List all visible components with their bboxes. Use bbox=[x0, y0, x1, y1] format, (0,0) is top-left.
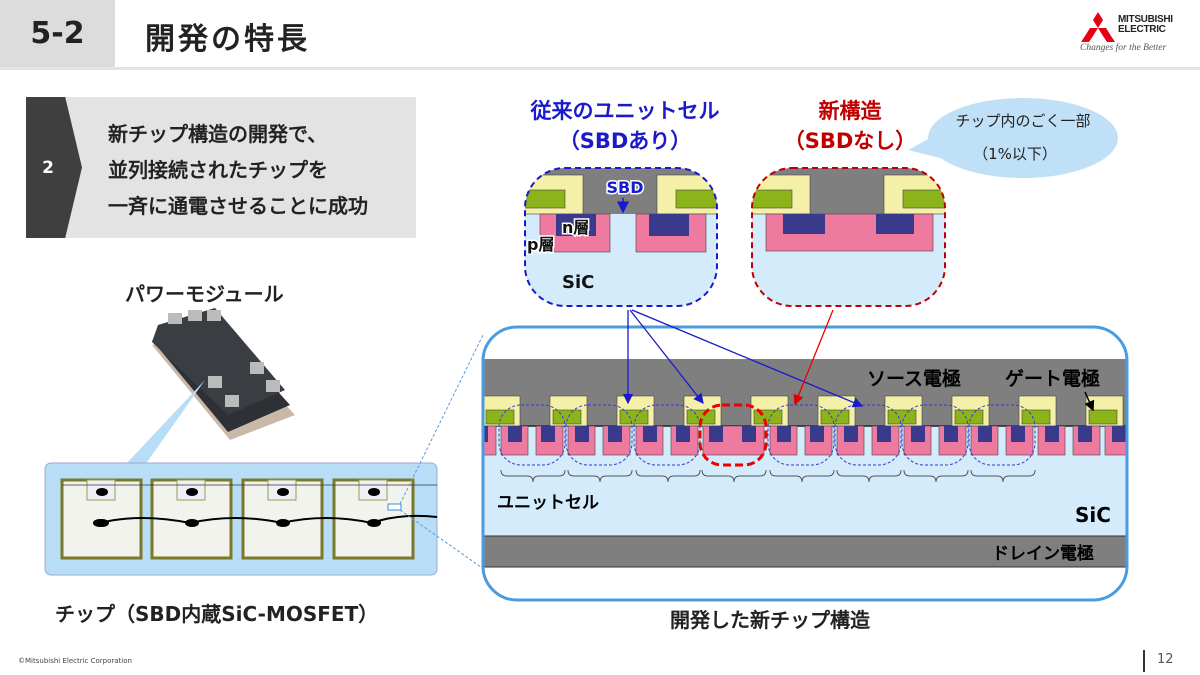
page-divider bbox=[1143, 650, 1145, 672]
drain-electrode-label: ドレイン電極 bbox=[992, 543, 1094, 564]
gate-electrode bbox=[820, 409, 850, 425]
feature-number: 2 bbox=[42, 157, 54, 178]
power-module-label: パワーモジュール bbox=[125, 282, 284, 306]
chip-caption: チップ（SBD内蔵SiC-MOSFET） bbox=[55, 602, 379, 626]
chip-detail-marker bbox=[387, 503, 402, 511]
unit-cell-brace bbox=[500, 469, 566, 483]
source-electrode-label: ソース電極 bbox=[867, 367, 961, 390]
new-cell-highlight bbox=[698, 403, 768, 467]
unit-cell-brace bbox=[701, 469, 767, 483]
new-structure-title: 新構造（SBDなし） bbox=[783, 99, 917, 153]
gate-electrode-label: ゲート電極 bbox=[1005, 367, 1100, 390]
feature-text: 新チップ構造の開発で、並列接続されたチップを一斉に通電させることに成功 bbox=[108, 122, 368, 218]
unit-cell-outline bbox=[498, 404, 566, 466]
structure-caption: 開発した新チップ構造 bbox=[670, 608, 870, 632]
page-number: 12 bbox=[1157, 652, 1174, 667]
gate-electrode bbox=[552, 409, 582, 425]
unit-cell-brace bbox=[903, 469, 969, 483]
unit-cell-brace bbox=[567, 469, 633, 483]
gate-electrode bbox=[1021, 409, 1051, 425]
unit-cell-brace bbox=[970, 469, 1036, 483]
unit-cell-label: ユニットセル bbox=[497, 493, 599, 513]
gate-electrode bbox=[1088, 409, 1118, 425]
conventional-title: 従来のユニットセル（SBDあり） bbox=[530, 99, 720, 153]
sbd-label: SBD bbox=[607, 178, 644, 197]
gate-electrode bbox=[619, 409, 649, 425]
zoom-wedge bbox=[125, 380, 205, 465]
header-divider bbox=[0, 67, 1200, 70]
unit-cell-brace bbox=[769, 469, 835, 483]
p-layer-label: p層 bbox=[527, 235, 554, 254]
unit-cell-brace bbox=[635, 469, 701, 483]
gate-electrode bbox=[485, 409, 515, 425]
three-diamonds-icon bbox=[1081, 12, 1115, 42]
copyright: ©Mitsubishi Electric Corporation bbox=[18, 657, 132, 665]
unit-cell-outline bbox=[901, 404, 969, 466]
gate-insulator bbox=[416, 396, 453, 426]
n-layer-label: n層 bbox=[562, 218, 589, 237]
unit-cell-outline bbox=[565, 404, 633, 466]
feature-callout bbox=[26, 97, 416, 238]
pointer-arrows bbox=[622, 309, 864, 408]
gate-electrode bbox=[954, 409, 984, 425]
section-number: 5-2 bbox=[0, 0, 115, 67]
sic-label: SiC bbox=[1075, 503, 1111, 527]
structure-frame bbox=[481, 325, 1129, 602]
new-structure-cell bbox=[752, 168, 945, 306]
unit-cell-outline bbox=[633, 404, 701, 466]
chip-cross-section bbox=[416, 327, 1127, 600]
speech-bubble: チップ内のごく一部 （1%以下） bbox=[908, 98, 1118, 178]
power-module-image bbox=[152, 308, 295, 440]
unit-cell-outline bbox=[968, 404, 1036, 466]
svg-text:（1%以下）: （1%以下） bbox=[973, 145, 1057, 163]
drain-electrode bbox=[483, 535, 1127, 568]
sic-label-small: SiC bbox=[562, 272, 594, 293]
unit-cell-brace bbox=[836, 469, 902, 483]
svg-text:チップ内のごく一部: チップ内のごく一部 bbox=[955, 112, 1090, 130]
gate-electrode bbox=[887, 409, 917, 425]
conventional-unit-cell bbox=[525, 168, 717, 306]
page-title: 開発の特長 bbox=[145, 22, 310, 57]
unit-cell-outline bbox=[834, 404, 902, 466]
